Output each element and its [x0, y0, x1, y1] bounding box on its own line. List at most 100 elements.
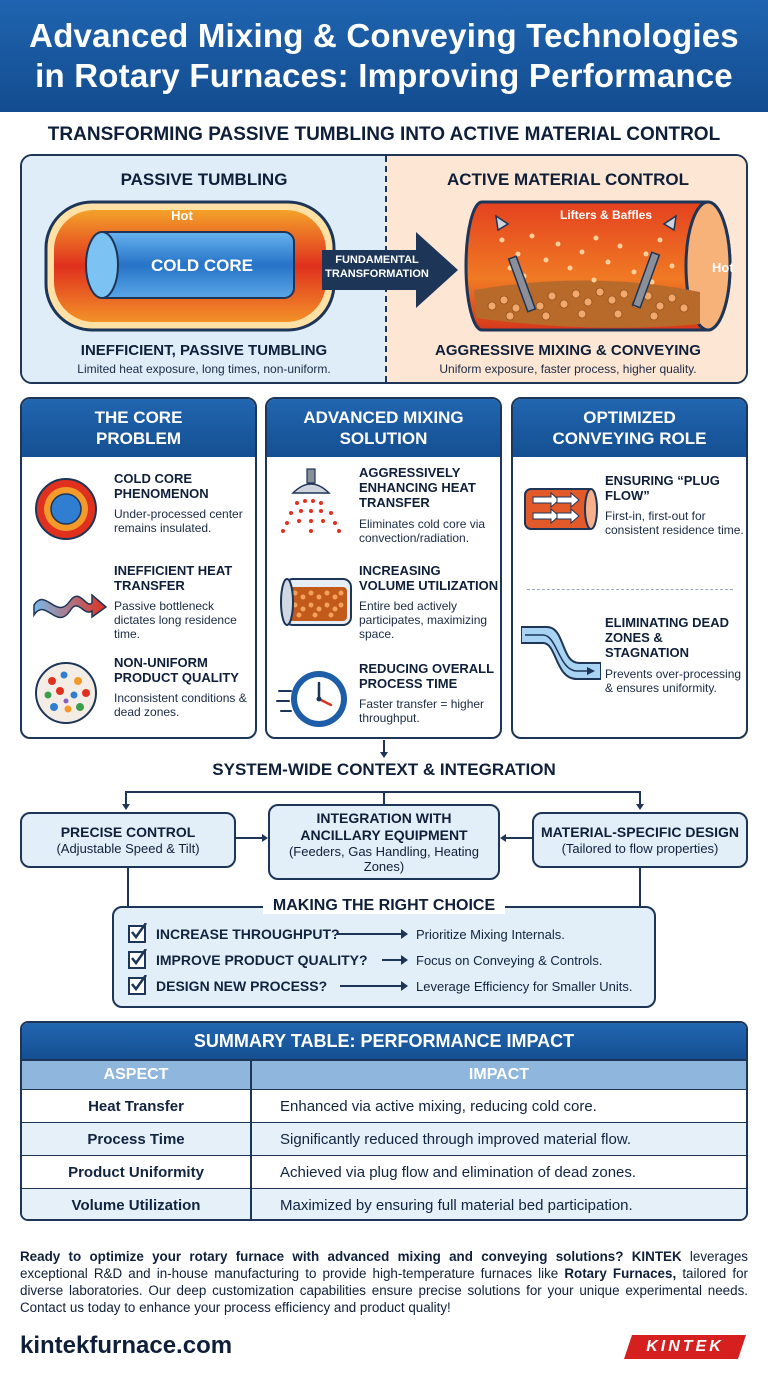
comparison-section: PASSIVE TUMBLING Hot COLD CORE INEFFICIE… — [20, 154, 748, 384]
core-problem-title-line-2: PROBLEM — [96, 429, 181, 448]
choice-answer: Leverage Efficiency for Smaller Units. — [416, 979, 633, 994]
table-row: Product Uniformity Achieved via plug flo… — [22, 1155, 746, 1188]
arrow-right-icon — [382, 955, 408, 965]
hot-label-right: Hot — [712, 260, 734, 275]
volume-item: Increasing Volume Utilization Entire bed… — [267, 563, 500, 653]
right-choice-title: MAKING THE RIGHT CHOICE — [262, 897, 506, 914]
website-link[interactable]: kintekfurnace.com — [20, 1332, 233, 1359]
passive-tumbling-panel: PASSIVE TUMBLING Hot COLD CORE INEFFICIE… — [22, 156, 386, 382]
checkbox-icon — [128, 975, 147, 995]
dead-zones-title: Eliminating Dead Zones & Stagnation — [605, 615, 729, 660]
table-row: Volume Utilization Maximized by ensuring… — [22, 1188, 746, 1219]
precise-control-box: PRECISE CONTROL (Adjustable Speed & Tilt… — [20, 812, 236, 868]
choice-row-throughput: INCREASE THROUGHPUT? Prioritize Mixing I… — [128, 923, 648, 946]
process-time-desc: Faster transfer = higher throughput. — [359, 697, 485, 725]
inefficient-heat-title: Inefficient Heat Transfer — [114, 563, 233, 593]
conveying-role-title-line-1: OPTIMIZED — [583, 408, 676, 427]
choice-question: DESIGN NEW PROCESS? — [156, 978, 328, 994]
choice-answer: Prioritize Mixing Internals. — [416, 927, 565, 942]
passive-description: Limited heat exposure, long times, non-u… — [77, 362, 331, 376]
cold-core-label: COLD CORE — [151, 256, 253, 275]
active-control-title: ACTIVE MATERIAL CONTROL — [446, 170, 690, 189]
plug-flow-title: Ensuring “Plug Flow” — [605, 473, 720, 503]
process-time-item: Reducing Overall Process Time Faster tra… — [267, 661, 500, 737]
mixing-solution-title-line-1: ADVANCED MIXING — [303, 408, 464, 427]
ancillary-equipment-title: INTEGRATION WITH ANCILLARY EQUIPMENT — [300, 810, 468, 843]
material-design-title: MATERIAL-SPECIFIC DESIGN — [540, 824, 740, 840]
hot-label: Hot — [171, 208, 193, 223]
precise-control-title: PRECISE CONTROL — [60, 824, 196, 840]
table-row: Process Time Significantly reduced throu… — [22, 1122, 746, 1155]
mixing-solution-title-line-2: SOLUTION — [339, 429, 428, 448]
passive-drum-illustration — [44, 200, 336, 332]
choice-answer: Focus on Conveying & Controls. — [416, 953, 603, 968]
heat-transfer-item: Aggressively Enhancing Heat Transfer Eli… — [267, 465, 500, 555]
cold-core-icon — [35, 478, 97, 540]
cold-core-item: Cold Core Phenomenon Under-processed cen… — [22, 471, 255, 561]
impact-cell: Achieved via plug flow and elimination o… — [280, 1163, 637, 1181]
table-row: Heat Transfer Enhanced via active mixing… — [22, 1089, 746, 1122]
cold-core-title: Cold Core Phenomenon — [114, 471, 209, 501]
dead-zones-item: Eliminating Dead Zones & Stagnation Prev… — [513, 615, 746, 705]
choice-question: IMPROVE PRODUCT QUALITY? — [156, 952, 368, 968]
transformation-label-line-2: TRANSFORMATION — [325, 268, 429, 280]
inefficient-heat-desc: Passive bottleneck dictates long residen… — [114, 599, 237, 641]
checkbox-icon — [128, 949, 147, 969]
arrow-right-icon — [336, 929, 408, 939]
heat-transfer-title: Aggressively Enhancing Heat Transfer — [359, 465, 476, 510]
passive-tumbling-title: PASSIVE TUMBLING — [120, 170, 288, 189]
active-control-panel: ACTIVE MATERIAL CONTROL — [386, 156, 746, 382]
summary-table-header: ASPECT IMPACT — [22, 1059, 746, 1089]
active-drum-illustration — [464, 200, 732, 332]
impact-cell: Enhanced via active mixing, reducing col… — [280, 1097, 597, 1115]
active-caption: AGGRESSIVE MIXING & CONVEYING — [435, 342, 701, 359]
precise-control-desc: (Adjustable Speed & Tilt) — [56, 841, 200, 856]
impact-header: IMPACT — [468, 1066, 530, 1083]
heat-transfer-desc: Eliminates cold core via convection/radi… — [359, 517, 486, 545]
non-uniform-item: Non-Uniform Product Quality Inconsistent… — [22, 655, 255, 737]
kintek-logo-text: KINTEK — [646, 1338, 724, 1355]
conveying-role-title-line-2: CONVEYING ROLE — [552, 429, 707, 448]
choice-row-quality: IMPROVE PRODUCT QUALITY? Focus on Convey… — [128, 949, 648, 972]
summary-table-body: Heat Transfer Enhanced via active mixing… — [22, 1089, 746, 1219]
page-title-line-1: Advanced Mixing & Conveying Technologies — [29, 17, 739, 54]
process-time-title: Reducing Overall Process Time — [359, 661, 494, 691]
active-description: Uniform exposure, faster process, higher… — [439, 362, 697, 376]
transformation-heading: TRANSFORMING PASSIVE TUMBLING INTO ACTIV… — [47, 124, 721, 145]
footer-intro: Ready to optimize your rotary furnace wi… — [20, 1249, 632, 1264]
dead-zones-desc: Prevents over-processing & ensures unifo… — [605, 667, 742, 695]
page-header: Advanced Mixing & Conveying Technologies… — [0, 0, 768, 112]
context-connectors — [122, 740, 644, 906]
arrow-right-icon — [340, 981, 408, 991]
non-uniform-title: Non-Uniform Product Quality — [114, 655, 239, 685]
choice-row-new-process: DESIGN NEW PROCESS? Leverage Efficiency … — [128, 975, 648, 998]
volume-title: Increasing Volume Utilization — [359, 563, 499, 593]
wavy-arrow-icon — [33, 593, 108, 619]
transformation-label-line-1: FUNDAMENTAL — [335, 254, 419, 266]
clock-icon — [276, 671, 347, 727]
context-title: SYSTEM-WIDE CONTEXT & INTEGRATION — [212, 760, 556, 779]
flow-pipe-icon — [521, 626, 601, 680]
right-choice-title-wrap: MAKING THE RIGHT CHOICE — [114, 897, 654, 915]
footer-brand: KINTEK — [631, 1249, 682, 1264]
aspect-cell: Process Time — [22, 1123, 252, 1155]
summary-table: SUMMARY TABLE: PERFORMANCE IMPACT ASPECT… — [20, 1021, 748, 1221]
mixing-solution-title: ADVANCED MIXING SOLUTION — [267, 399, 500, 457]
plug-flow-item: Ensuring “Plug Flow” First-in, first-out… — [513, 473, 746, 563]
footer-product: Rotary Furnaces, — [564, 1266, 677, 1281]
non-uniform-desc: Inconsistent conditions & dead zones. — [114, 691, 247, 719]
filled-drum-icon — [280, 578, 352, 626]
aspect-cell: Product Uniformity — [22, 1156, 252, 1188]
summary-table-title: SUMMARY TABLE: PERFORMANCE IMPACT — [22, 1023, 746, 1059]
aspect-cell: Heat Transfer — [22, 1090, 252, 1122]
page-title-line-2: in Rotary Furnaces: Improving Performanc… — [35, 57, 733, 94]
footer-body-2: tailored for diverse laboratories. Our d… — [20, 1266, 748, 1315]
lifters-baffles-label: Lifters & Baffles — [559, 208, 653, 222]
checkbox-icon — [128, 923, 147, 943]
choice-question: INCREASE THROUGHPUT? — [156, 926, 340, 942]
footer-paragraph: Ready to optimize your rotary furnace wi… — [20, 1248, 748, 1316]
plug-flow-desc: First-in, first-out for consistent resid… — [605, 509, 744, 537]
ancillary-equipment-box: INTEGRATION WITH ANCILLARY EQUIPMENT (Fe… — [268, 804, 500, 880]
